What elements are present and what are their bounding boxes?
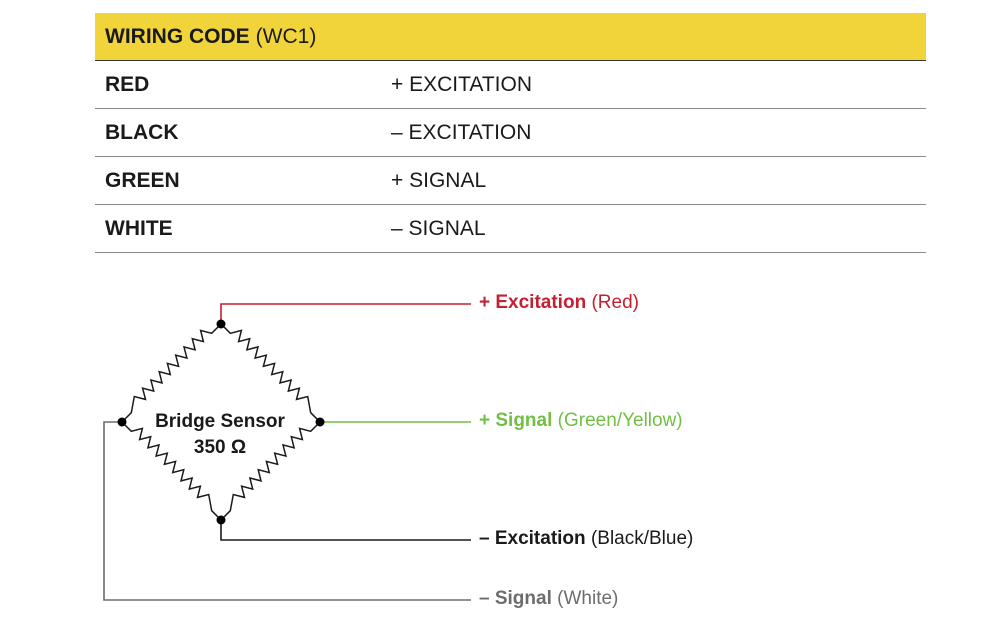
lead-name: – Signal — [479, 588, 552, 609]
resistor-bottom-right — [220, 421, 321, 521]
wire-color-cell: RED — [105, 72, 150, 96]
table-row: RED + EXCITATION — [95, 61, 926, 109]
neg-excitation-wire — [220, 520, 471, 541]
resistor-bottom-left — [121, 421, 222, 521]
sensor-value: 350 Ω — [193, 437, 247, 458]
wire-color-cell: GREEN — [105, 168, 180, 192]
resistor-top-left — [121, 323, 222, 423]
table-row: WHITE – SIGNAL — [95, 205, 926, 253]
node-left — [117, 417, 127, 427]
lead-color: (White) — [557, 588, 619, 609]
label-neg-excitation: – Excitation (Black/Blue) — [479, 528, 693, 550]
wire-color-cell: WHITE — [105, 216, 173, 240]
lead-color: (Black/Blue) — [590, 528, 694, 549]
table-header-title: WIRING CODE — [105, 24, 250, 48]
lead-name: – Excitation — [479, 528, 586, 549]
wire-color-cell: BLACK — [105, 120, 179, 144]
label-neg-signal: – Signal (White) — [479, 588, 618, 610]
pos-excitation-wire — [220, 303, 471, 324]
resistor-top-right — [220, 323, 321, 423]
lead-color: (Green/Yellow) — [557, 410, 683, 431]
wire-function-cell: + SIGNAL — [391, 168, 487, 192]
wire-function-cell: – EXCITATION — [391, 120, 532, 144]
table-header: WIRING CODE (WC1) — [95, 13, 926, 61]
label-pos-excitation: + Excitation (Red) — [479, 292, 639, 314]
wire-function-cell: – SIGNAL — [391, 216, 486, 240]
sensor-name: Bridge Sensor — [155, 411, 285, 432]
lead-name: + Excitation — [479, 292, 587, 313]
table-header-code: (WC1) — [255, 24, 317, 48]
lead-color: (Red) — [591, 292, 639, 313]
wiring-code-table: WIRING CODE (WC1) RED + EXCITATION BLACK… — [95, 13, 926, 253]
lead-name: + Signal — [479, 410, 553, 431]
label-pos-signal: + Signal (Green/Yellow) — [479, 410, 683, 432]
node-bottom — [216, 515, 226, 525]
neg-signal-wire — [103, 421, 471, 601]
table-row: GREEN + SIGNAL — [95, 157, 926, 205]
sensor-label: Bridge Sensor 350 Ω — [150, 409, 290, 461]
node-top — [216, 319, 226, 329]
wire-function-cell: + EXCITATION — [391, 72, 532, 96]
node-right — [315, 417, 325, 427]
table-row: BLACK – EXCITATION — [95, 109, 926, 157]
